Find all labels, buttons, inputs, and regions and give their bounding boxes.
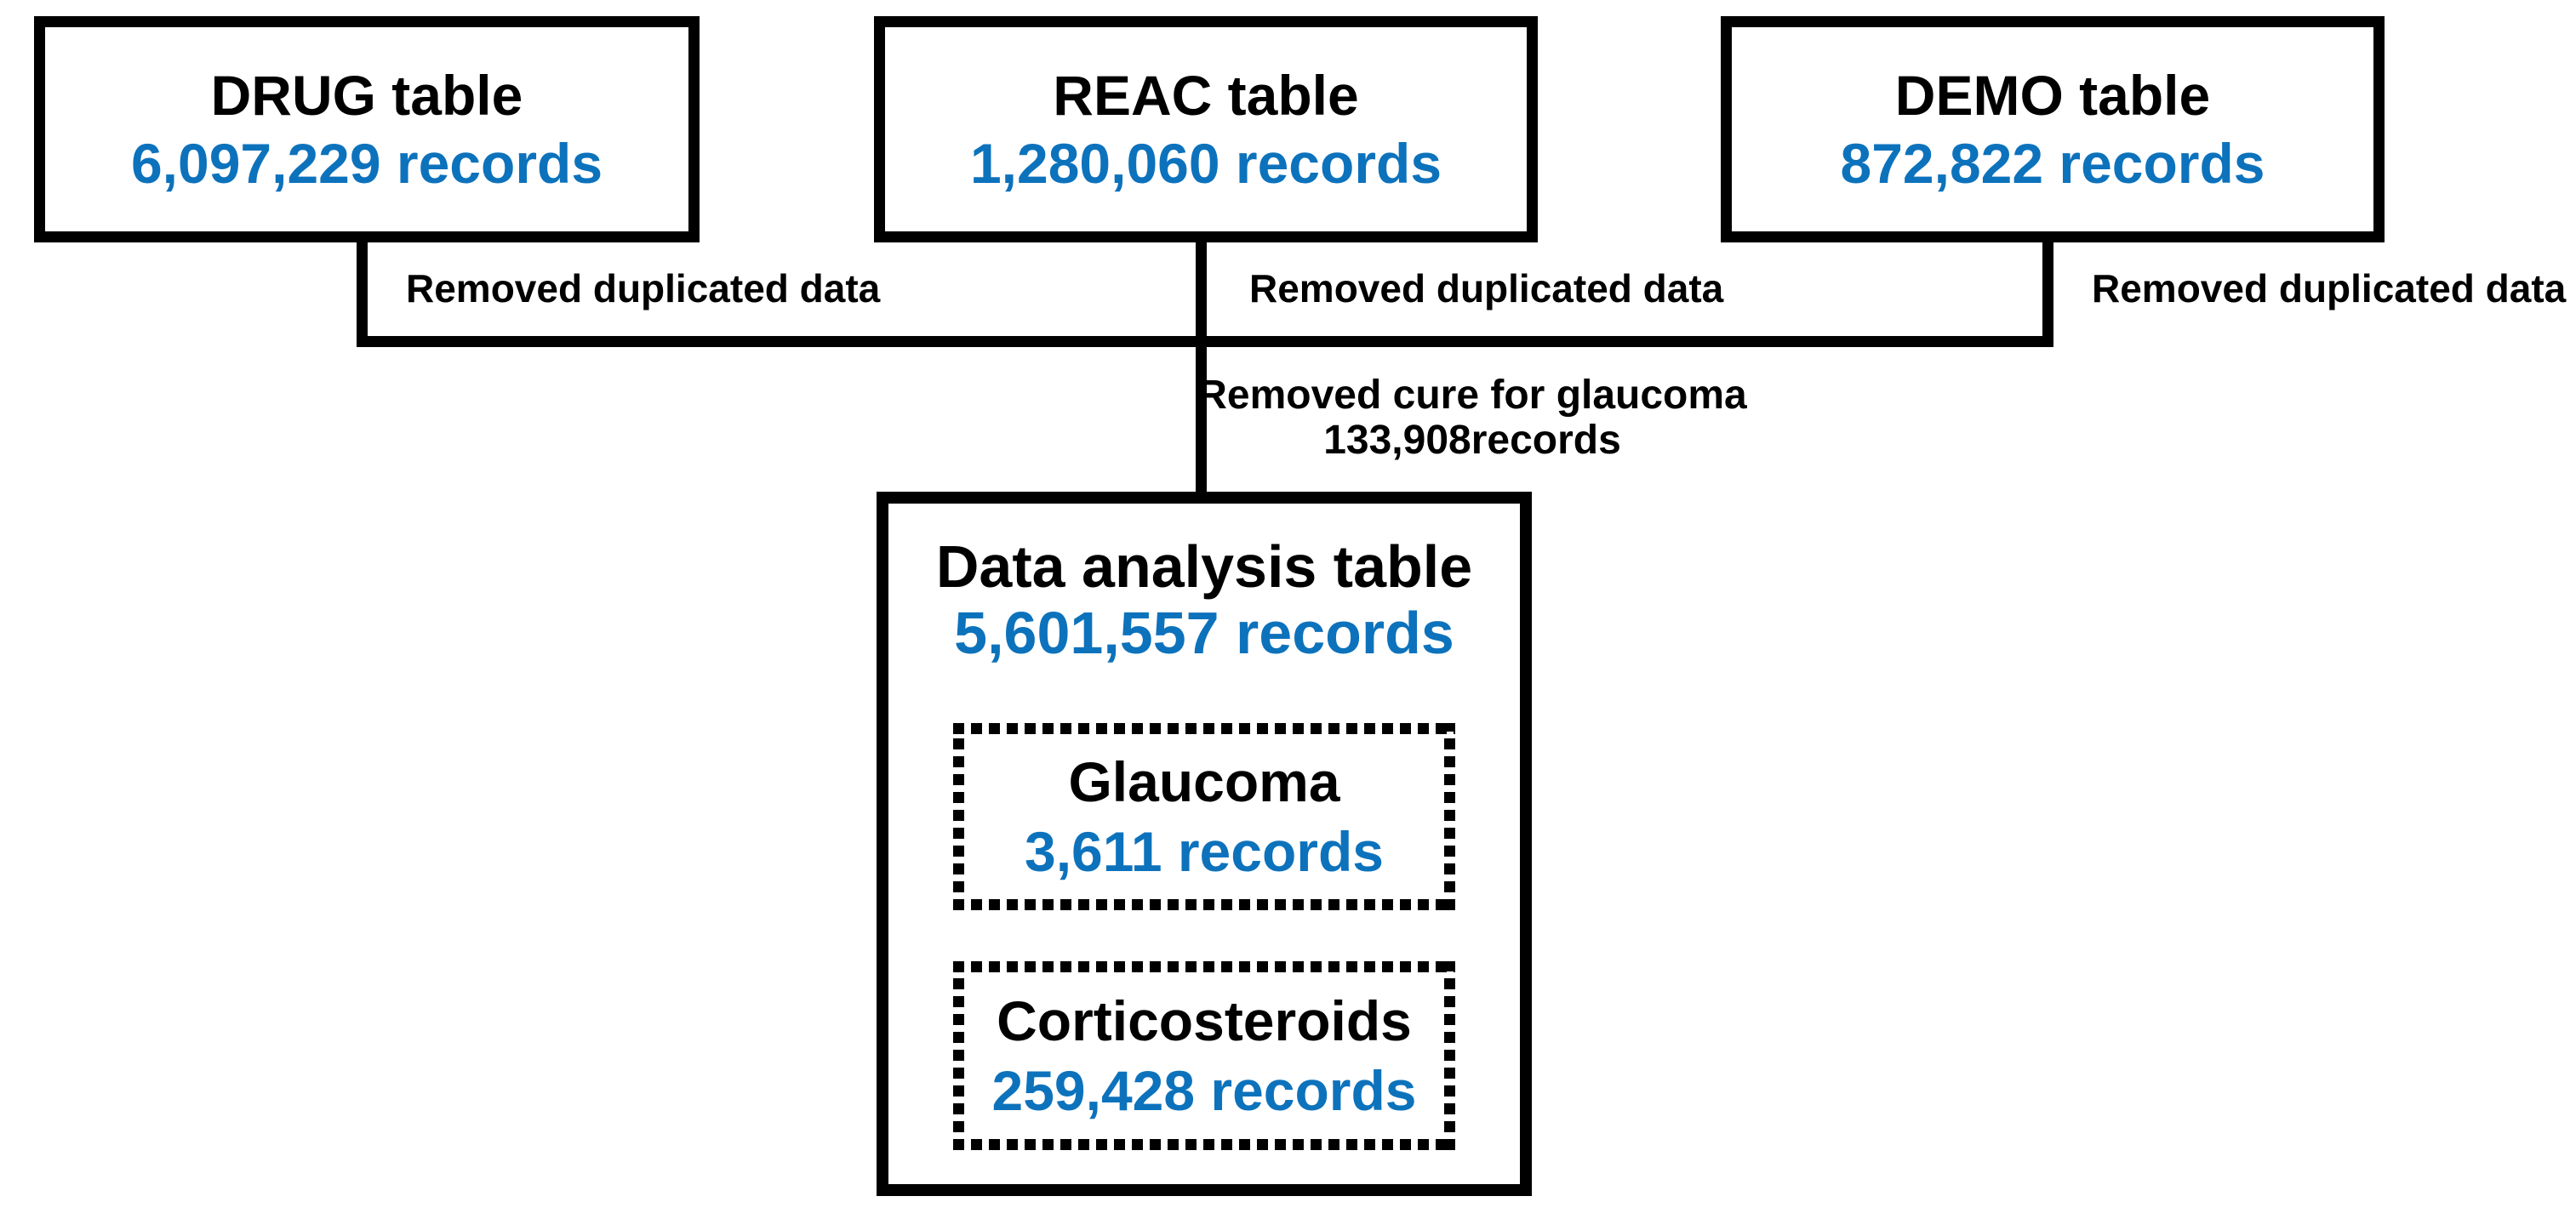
demo-table-record-count: 872,822 records (1840, 132, 2265, 195)
merge-connector-line (357, 336, 2053, 347)
data-analysis-header: Data analysis table 5,601,557 records (888, 533, 1520, 666)
drug-table-record-count: 6,097,229 records (130, 132, 603, 195)
dedup-label-demo: Removed duplicated data (2092, 266, 2567, 310)
demo-table-title: DEMO table (1894, 64, 2211, 127)
drug-connector-stub (357, 241, 368, 338)
reac-connector-stub (1196, 241, 1207, 338)
demo-table-box: DEMO table 872,822 records (1721, 16, 2385, 242)
center-connector-line (1196, 344, 1207, 493)
reac-table-record-count: 1,280,060 records (969, 132, 1442, 195)
exclusion-note-count: 133,908records (1323, 418, 1621, 463)
corticosteroids-subset-title: Corticosteroids (997, 989, 1412, 1052)
drug-table-title: DRUG table (210, 64, 523, 127)
glaucoma-subset-title: Glaucoma (1068, 750, 1340, 813)
demo-connector-stub (2042, 241, 2053, 338)
exclusion-note: Removed cure for glaucoma 133,908records (1191, 373, 1753, 463)
glaucoma-subset-record-count: 3,611 records (1025, 820, 1384, 883)
dedup-label-reac: Removed duplicated data (1249, 266, 1724, 310)
exclusion-note-line1: Removed cure for glaucoma (1197, 373, 1747, 418)
data-analysis-title: Data analysis table (935, 533, 1473, 600)
glaucoma-subset-box: Glaucoma 3,611 records (953, 723, 1455, 910)
dedup-label-drug: Removed duplicated data (406, 266, 881, 310)
reac-table-title: REAC table (1053, 64, 1359, 127)
reac-table-box: REAC table 1,280,060 records (874, 16, 1538, 242)
drug-table-box: DRUG table 6,097,229 records (34, 16, 700, 242)
corticosteroids-subset-record-count: 259,428 records (991, 1059, 1417, 1122)
data-analysis-record-count: 5,601,557 records (954, 600, 1454, 666)
corticosteroids-subset-box: Corticosteroids 259,428 records (953, 961, 1455, 1150)
